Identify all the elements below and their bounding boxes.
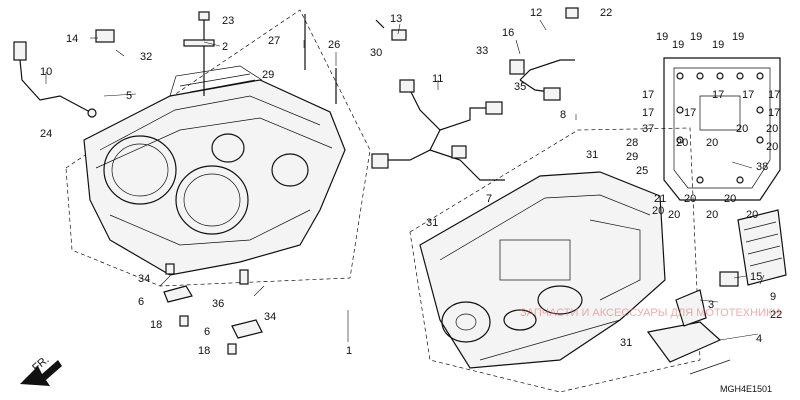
callout-6: 6	[138, 296, 144, 308]
callout-7: 7	[486, 193, 492, 205]
callout-29: 29	[626, 151, 638, 163]
callout-20: 20	[736, 123, 748, 135]
callout-32: 32	[140, 51, 152, 63]
callout-19: 19	[690, 31, 702, 43]
callout-9: 9	[770, 291, 776, 303]
callout-22: 22	[770, 309, 782, 321]
callout-10: 10	[40, 66, 52, 78]
callout-23: 23	[222, 15, 234, 27]
front-direction-arrow: FR.	[20, 354, 62, 386]
callout-33: 33	[476, 45, 488, 57]
leader-lines	[45, 19, 765, 342]
callout-17: 17	[642, 107, 654, 119]
crankcase-drawing	[409, 127, 701, 393]
callout-24: 24	[40, 128, 52, 140]
callout-2: 2	[222, 41, 228, 53]
callout-20: 20	[668, 209, 680, 221]
callout-12: 12	[530, 7, 542, 19]
callout-15: 15	[750, 271, 762, 283]
cylinder-block-drawing	[65, 9, 371, 287]
callout-29: 29	[262, 69, 274, 81]
callout-19: 19	[712, 39, 724, 51]
callout-16: 16	[502, 27, 514, 39]
callout-37: 37	[642, 123, 654, 135]
callout-20: 20	[706, 137, 718, 149]
callout-17: 17	[684, 107, 696, 119]
callout-17: 17	[742, 89, 754, 101]
callout-34: 34	[138, 273, 150, 285]
callout-20: 20	[676, 137, 688, 149]
callout-13: 13	[390, 13, 402, 25]
callout-31: 31	[426, 217, 438, 229]
callout-27: 27	[268, 35, 280, 47]
callout-14: 14	[66, 33, 78, 45]
callout-20: 20	[766, 141, 778, 153]
callout-30: 30	[370, 47, 382, 59]
callout-6: 6	[204, 326, 210, 338]
callout-labels: 1 2 3 4 5 6 6 7 8 9 10 11 12 13 14 15 16…	[40, 7, 782, 357]
callout-21: 21	[654, 193, 666, 205]
callout-17: 17	[712, 89, 724, 101]
callout-20: 20	[746, 209, 758, 221]
callout-17: 17	[768, 89, 780, 101]
callout-20: 20	[766, 123, 778, 135]
callout-17: 17	[642, 89, 654, 101]
diagram-code: MGH4E1501	[720, 384, 772, 394]
callout-19: 19	[656, 31, 668, 43]
callout-35: 35	[514, 81, 526, 93]
callout-20: 20	[652, 205, 664, 217]
callout-19: 19	[732, 31, 744, 43]
callout-4: 4	[756, 333, 762, 345]
callout-34: 34	[264, 311, 276, 323]
callout-19: 19	[672, 39, 684, 51]
callout-25: 25	[636, 165, 648, 177]
callout-36: 36	[212, 298, 224, 310]
callout-31: 31	[586, 149, 598, 161]
oil-pan-drawing	[663, 57, 787, 286]
callout-11: 11	[432, 73, 443, 85]
callout-31: 31	[620, 337, 632, 349]
callout-3: 3	[708, 299, 714, 311]
callout-18: 18	[198, 345, 210, 357]
callout-20: 20	[724, 193, 736, 205]
callout-5: 5	[126, 90, 132, 102]
callout-28: 28	[626, 137, 638, 149]
callout-22: 22	[600, 7, 612, 19]
wire-harness-drawing	[13, 7, 739, 375]
callout-8: 8	[560, 109, 566, 121]
callout-20: 20	[706, 209, 718, 221]
watermark-text: ЗАПЧАСТИ И АКСЕССУАРЫ ДЛЯ МОТОТЕХНИКИ	[520, 307, 780, 319]
callout-18: 18	[150, 319, 162, 331]
callout-38: 38	[756, 161, 768, 173]
callout-26: 26	[328, 39, 340, 51]
callout-1: 1	[346, 345, 352, 357]
callout-20: 20	[684, 193, 696, 205]
callout-17: 17	[768, 107, 780, 119]
